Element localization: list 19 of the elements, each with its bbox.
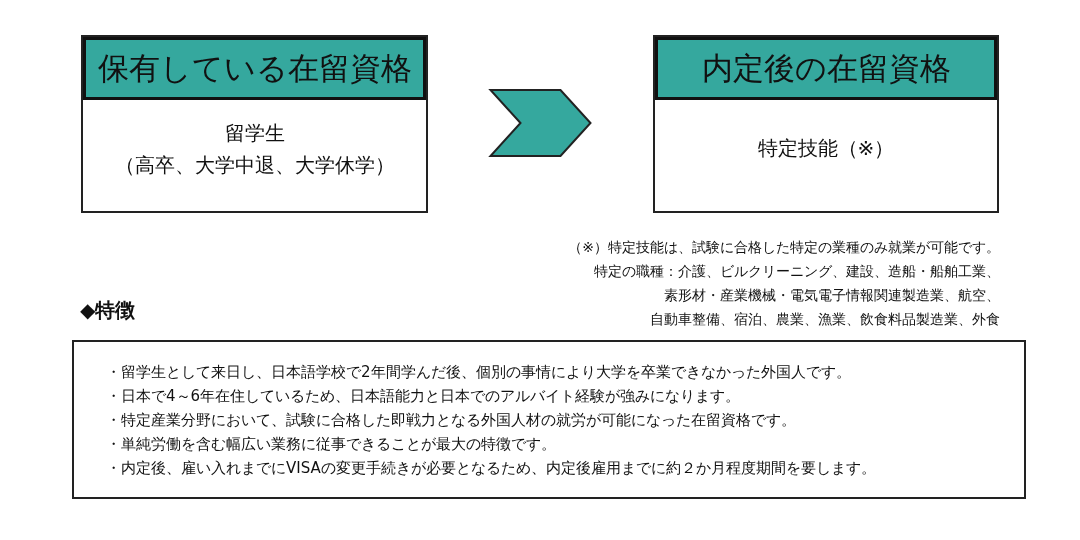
bullet-text: ・内定後、雇い入れまでにVISAの変更手続きが必要となるため、内定後雇用までに約２か月程度期間を要します。 <box>106 458 876 479</box>
note-text: 特定の職種：介護、ビルクリーニング、建設、造船・船舶工業、 <box>594 262 1000 281</box>
note-text: 自動車整備、宿泊、農業、漁業、飲食料品製造業、外食 <box>650 310 1000 329</box>
bullet-text: ・留学生として来日し、日本語学校で2年間学んだ後、個別の事情により大学を卒業できなかった外国人です。 <box>106 362 851 383</box>
bullet-text: ・単純労働を含む幅広い業務に従事できることが最大の特徴です。 <box>106 434 556 455</box>
chevron-arrow <box>488 89 592 157</box>
status-card <box>81 35 428 213</box>
feature-box <box>72 340 1026 499</box>
card-body-text: 特定技能（※） <box>757 135 895 162</box>
card-heading: 保有している在留資格 <box>83 37 426 100</box>
card-heading: 内定後の在留資格 <box>655 37 997 100</box>
note-text: （※）特定技能は、試験に合格した特定の業種のみ就業が可能です。 <box>568 238 1000 257</box>
card-body-text: 留学生 <box>224 120 285 147</box>
card-body-text: （高卒、大学中退、大学休学） <box>114 152 395 179</box>
note-text: 素形材・産業機械・電気電子情報関連製造業、航空、 <box>664 286 1000 305</box>
status-card <box>653 35 999 213</box>
bullet-text: ・日本で4～6年在住しているため、日本語能力と日本でのアルバイト経験が強みになります。 <box>106 386 741 407</box>
section-heading: ◆特徴 <box>80 297 136 324</box>
bullet-text: ・特定産業分野において、試験に合格した即戦力となる外国人材の就労が可能になった在留資格です。 <box>106 410 796 431</box>
